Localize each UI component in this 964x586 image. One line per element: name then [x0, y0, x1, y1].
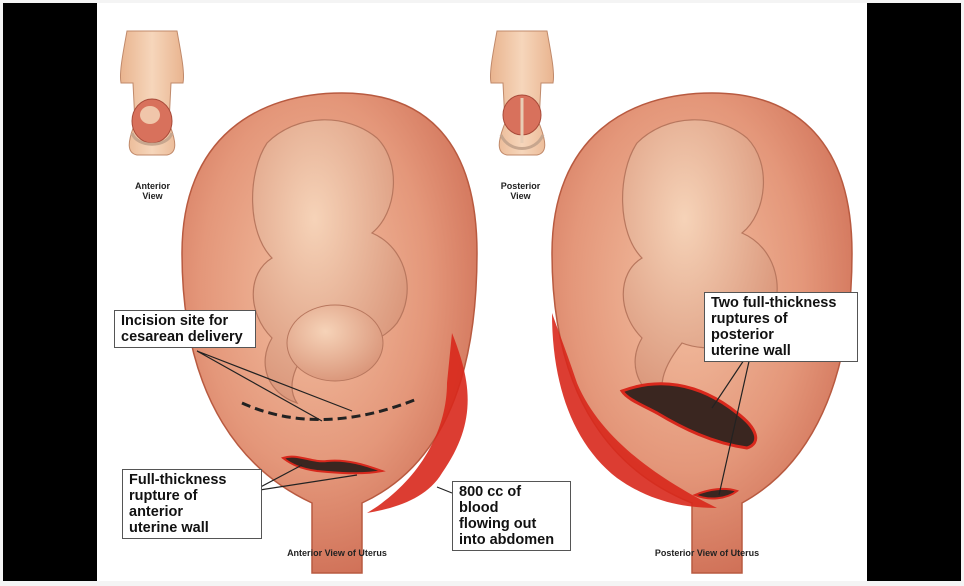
posterior-uterus — [436, 92, 853, 574]
uterus-artwork — [120, 30, 853, 574]
anterior-inset-caption: Anterior View — [134, 181, 170, 201]
posterior-body-inset — [490, 30, 554, 156]
incision-site-callout: Incision site for cesarean delivery — [114, 310, 256, 348]
anterior-uterus — [181, 92, 478, 574]
anterior-rupture-callout: Full-thickness rupture of anterior uteri… — [122, 469, 262, 539]
posterior-ruptures-callout: Two full-thickness ruptures of posterior… — [704, 292, 858, 362]
medical-illustration: Anterior View Posterior View Anterior Vi… — [97, 3, 867, 581]
anterior-uterus-caption: Anterior View of Uterus — [287, 548, 387, 558]
blood-volume-callout: 800 cc of blood flowing out into abdomen — [452, 481, 571, 551]
posterior-inset-caption: Posterior View — [500, 181, 541, 201]
posterior-uterus-caption: Posterior View of Uterus — [654, 548, 760, 558]
anterior-body-inset — [120, 30, 184, 156]
